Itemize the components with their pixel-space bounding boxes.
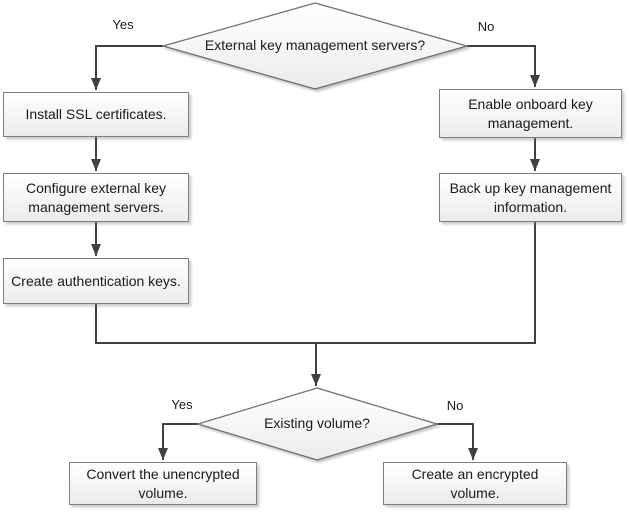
process-label-install-ssl: Install SSL certificates. [25,106,167,123]
process-box-install-ssl: Install SSL certificates. [3,92,189,137]
process-box-backup-km-info: Back up key management information. [439,173,622,222]
branch-label-volume-yes: Yes [171,397,193,412]
process-box-enable-onboard-km: Enable onboard key management. [439,89,622,138]
branch-label-kms-no: No [477,19,495,34]
connector-kms-yes [91,45,163,90]
process-label-configure-external-kms: Configure external key management server… [25,180,167,215]
branch-label-kms-yes: Yes [112,17,134,32]
process-label-create-auth-keys: Create authentication keys. [11,272,181,289]
process-label-backup-km-info: Back up key management information. [449,180,612,215]
connector-volume-yes [158,423,198,460]
connector-volume-no [437,423,478,460]
branch-label-volume-no: No [446,398,464,413]
process-label-convert-unencrypted: Convert the unencrypted volume. [86,466,240,501]
process-label-enable-onboard-km: Enable onboard key management. [468,96,593,131]
process-box-create-encrypted: Create an encrypted volume. [383,462,567,505]
process-box-convert-unencrypted: Convert the unencrypted volume. [69,462,257,505]
decision-diamond-existing-volume [195,387,440,461]
process-box-configure-external-kms: Configure external key management server… [3,173,189,222]
process-box-create-auth-keys: Create authentication keys. [3,258,189,304]
process-label-create-encrypted: Create an encrypted volume. [411,466,539,501]
decision-diamond-external-kms [160,2,470,90]
connector-kms-no [467,45,540,87]
